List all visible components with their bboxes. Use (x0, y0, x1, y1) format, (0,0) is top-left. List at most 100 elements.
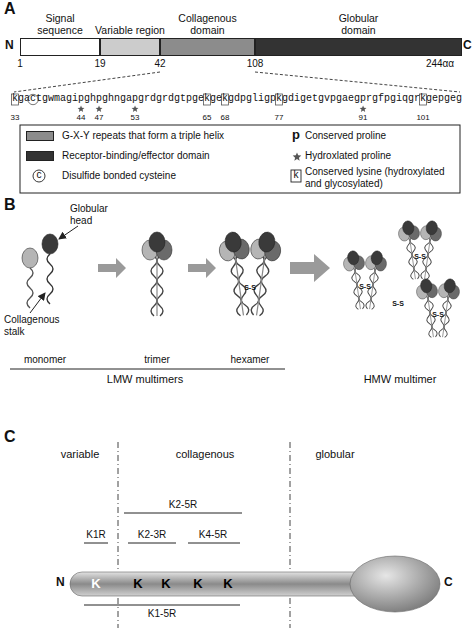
residue-number: 77 (275, 113, 284, 122)
lysine-letter: K (193, 577, 202, 592)
region-divider (290, 442, 291, 628)
region-label: globular (315, 448, 354, 461)
legend-text: Conserved lysine (hydroxylated and glyco… (305, 166, 455, 189)
sequence-text: kgactgwmagipghpghngapgrdgrdgtpgekgekgdpg… (12, 93, 462, 105)
mutant-label: K2-3R (138, 529, 166, 541)
legend-text: Conserved proline (305, 130, 386, 142)
lysine-letter: K (91, 577, 100, 592)
callout-label: Collagenous stalk (4, 314, 64, 337)
lysine-letter: K (161, 577, 170, 592)
mutant-label: K4-5R (199, 529, 227, 541)
step-arrow (98, 258, 126, 278)
trimer-shape (142, 232, 172, 316)
hexamer-shape (397, 219, 443, 280)
domain-label: Variable region (94, 24, 166, 36)
panel-letter: A (4, 0, 16, 18)
zoom-line (14, 72, 160, 92)
residue-number: 33 (11, 113, 20, 122)
hydroxyproline-star (96, 105, 103, 112)
terminus-label: N (5, 39, 14, 53)
residue-number: 244αα (426, 58, 454, 70)
residue-number: 108 (247, 58, 264, 70)
bracket-line (84, 605, 240, 606)
residue-number: 101 (416, 113, 429, 122)
collagenous-rod (70, 572, 370, 596)
residue-number: 42 (154, 58, 165, 70)
globular-domain (350, 556, 440, 612)
lysine-letter: K (133, 577, 142, 592)
lysine-box (291, 170, 301, 182)
residue-number: 68 (221, 113, 230, 122)
legend-symbol: c (37, 169, 42, 181)
bond-label: S-S (392, 300, 404, 308)
domain-label: Globular domain (323, 12, 395, 36)
residue-number: 1 (17, 58, 23, 70)
terminus-label: C (444, 576, 453, 590)
bond-label: S-S (414, 253, 426, 261)
bracket-line (84, 543, 108, 544)
terminus-label: C (463, 39, 472, 53)
hydroxyproline-star (360, 105, 367, 112)
region-label: collagenous (176, 448, 235, 461)
legend-box (20, 125, 460, 193)
leader-arrow (59, 226, 78, 239)
step-arrow (290, 254, 330, 282)
domain-segment: Variable region (100, 38, 160, 56)
step-arrow (188, 258, 216, 278)
residue-number: 91 (359, 113, 368, 122)
bracket-line (188, 543, 240, 544)
bond-label: S-S (359, 283, 371, 291)
hexamer-shape (217, 230, 283, 317)
hydroxyproline-star (78, 105, 85, 112)
residue-number: 19 (94, 58, 105, 70)
panel-letter: C (4, 428, 16, 446)
mutant-label: K1-5R (148, 608, 176, 620)
mutant-label: K1R (86, 529, 105, 541)
legend-text: Hydroxlated proline (305, 150, 391, 162)
globular-head (42, 234, 58, 254)
residue-number: 47 (95, 113, 104, 122)
domain-label: Signal sequence (24, 12, 96, 36)
domain-segment: Collagenous domain (160, 38, 255, 56)
legend-swatch (26, 151, 54, 161)
zoom-line (255, 72, 460, 92)
hexamer-shape (415, 277, 461, 338)
stage-label: monomer (24, 354, 66, 366)
legend-text: G-X-Y repeats that form a triple helix (62, 130, 224, 142)
domain-segment: Globular domain (255, 38, 462, 56)
residue-number: 44 (77, 113, 86, 122)
globular-head (22, 248, 38, 268)
region-divider (118, 442, 119, 628)
callout-label: Globular head (70, 203, 130, 226)
hydroxyproline-star (132, 105, 139, 112)
panel-letter: B (4, 196, 16, 214)
legend-swatch (26, 131, 54, 141)
domain-segment: Signal sequence (20, 38, 100, 56)
group-label: HMW multimer (364, 373, 437, 386)
legend-text: Disulfide bonded cysteine (62, 170, 176, 182)
cysteine-circle (33, 170, 45, 182)
legend-symbol: k (294, 169, 299, 181)
bond-label: S-S (432, 311, 444, 319)
mutant-label: K2-5R (169, 499, 197, 511)
collagenous-stalk (47, 254, 53, 304)
group-line (10, 369, 285, 370)
legend-text: Receptor-binding/effector domain (62, 150, 210, 162)
group-label: LMW multimers (107, 373, 183, 386)
leader-arrow (30, 293, 45, 313)
domain-label: Collagenous domain (172, 12, 244, 36)
hydroxyproline-star (293, 153, 302, 161)
region-label: variable (61, 448, 100, 461)
bracket-line (128, 543, 176, 544)
bond-label: S-S (244, 284, 256, 292)
residue-number: 53 (131, 113, 140, 122)
collagenous-stalk (27, 268, 33, 308)
bracket-line (124, 513, 242, 514)
stage-label: hexamer (231, 354, 270, 366)
legend-symbol: p (292, 128, 300, 143)
lysine-letter: K (223, 577, 232, 592)
residue-number: 65 (203, 113, 212, 122)
hexamer-shape (342, 249, 388, 310)
stage-label: trimer (144, 354, 170, 366)
terminus-label: N (56, 576, 65, 590)
